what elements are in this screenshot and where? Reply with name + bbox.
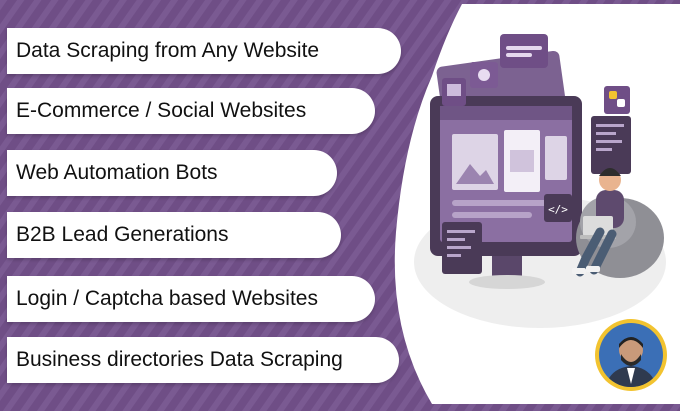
service-label: Login / Captcha based Websites [16,287,318,310]
monitor-base [469,275,545,289]
service-item-business-directories: Business directories Data Scraping [7,337,399,383]
service-item-b2b-leads: B2B Lead Generations [7,212,341,258]
service-item-data-scraping: Data Scraping from Any Website [7,28,401,74]
code-panel-right [591,116,631,174]
monitor-stand [492,256,522,278]
person-legs [575,227,605,277]
bubble-text-box [500,34,548,68]
service-item-ecommerce-social: E-Commerce / Social Websites [7,88,375,134]
service-label: B2B Lead Generations [16,223,229,246]
mountain-icon [456,164,494,184]
code-tag-box [544,194,572,222]
service-label: Data Scraping from Any Website [16,39,320,62]
service-label: Web Automation Bots [16,161,218,184]
laptop [583,216,613,236]
service-item-web-automation: Web Automation Bots [7,150,337,196]
screen-card-side [545,136,567,180]
code-tag-icon: </> [548,203,568,216]
python-badge [604,86,630,114]
service-item-login-captcha: Login / Captcha based Websites [7,276,375,322]
avatar [595,319,667,391]
service-label: E-Commerce / Social Websites [16,99,307,122]
screen-topbar [440,106,572,120]
service-label: Business directories Data Scraping [16,348,343,371]
